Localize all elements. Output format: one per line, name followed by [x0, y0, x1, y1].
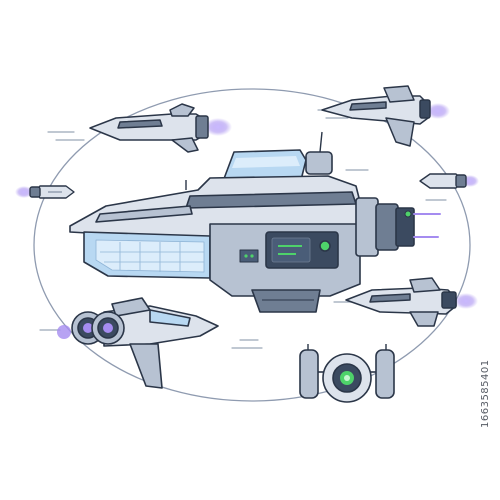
scout-right-icon	[419, 173, 479, 189]
drone-pod-icon	[299, 344, 395, 403]
fighter-top-right-icon	[321, 85, 450, 147]
orbit-ring	[33, 88, 471, 402]
stock-id-watermark: 1663585401	[480, 359, 491, 428]
speed-lines	[39, 109, 447, 349]
scout-left-icon	[15, 185, 75, 199]
cruiser-right-icon	[345, 277, 478, 327]
gunship-bottom-left-icon	[57, 297, 219, 389]
mothership-icon	[69, 131, 441, 313]
fighter-top-left-icon	[89, 103, 232, 153]
